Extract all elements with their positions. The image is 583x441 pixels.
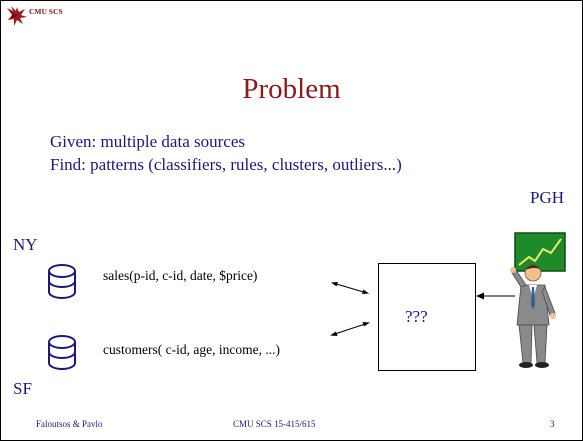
place-ny: NY [13, 235, 38, 254]
footer-course: CMU SCS 15-415/615 [233, 419, 316, 429]
page-number: 3 [550, 419, 555, 429]
griffin-logo-icon [7, 6, 27, 26]
double-arrow-icon [330, 322, 370, 336]
presenter-with-chart-icon [510, 232, 566, 368]
place-sf: SF [13, 379, 32, 398]
database-icon [48, 264, 76, 299]
place-pgh: PGH [530, 188, 565, 207]
header-label: CMU SCS [29, 7, 63, 16]
find-line: Find: patterns (classifiers, rules, clus… [50, 155, 402, 174]
source-customers-label: customers( c-id, age, income, ...) [103, 342, 280, 357]
double-arrow-icon [331, 282, 369, 294]
source-sales-label: sales(p-id, c-id, date, $price) [103, 268, 258, 283]
given-line: Given: multiple data sources [50, 132, 245, 151]
slide-title: Problem [242, 73, 341, 105]
database-icon [48, 335, 76, 370]
footer-author: Faloutsos & Pavlo [36, 419, 103, 429]
central-analysis-box [378, 263, 476, 371]
central-box-label: ??? [405, 307, 428, 326]
left-arrow-icon [476, 292, 515, 300]
